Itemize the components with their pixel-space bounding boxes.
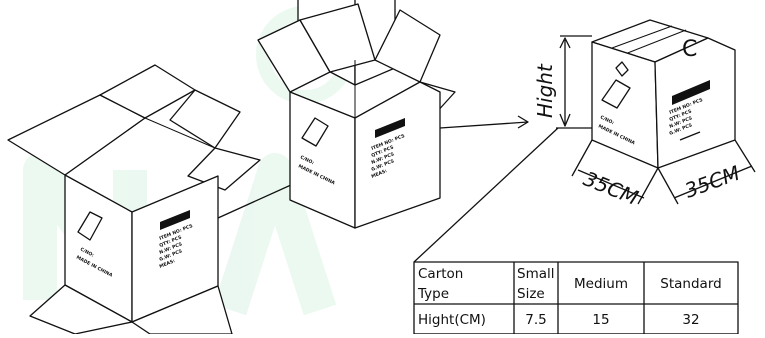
carton-marking-line: C/NO: [599,114,615,126]
depth-dimension [657,139,756,205]
table-header-cell: Small [517,266,555,282]
carton-marking-line: MEAS: [371,168,389,180]
table-header-cell: Carton [418,266,463,282]
table-cell: 7.5 [525,312,546,328]
table-row-label: Hight(CM) [418,312,486,328]
closed-carton-box [591,19,736,169]
width-label: 35CM [580,166,642,209]
table-header-cell: Standard [660,276,721,292]
depth-label: 35CM [682,161,743,203]
carton-corner-letter: C [682,37,697,62]
table-header-cell: Size [517,286,545,302]
table-cell: 32 [682,312,699,328]
table-header-cell: Type [417,286,449,302]
width-dimension [571,139,659,205]
carton-marking-line: C/NO: [299,154,315,166]
open-carton-box [7,64,261,335]
table-header-cell: Medium [574,276,628,292]
carton-marking-line: MEAS: [159,258,177,270]
table-cell: 15 [592,312,609,328]
process-arrow [439,115,529,129]
height-label: Hight [533,63,557,118]
leader-line [413,127,559,263]
divider-carton-box [257,0,456,229]
height-dimension [556,35,592,129]
